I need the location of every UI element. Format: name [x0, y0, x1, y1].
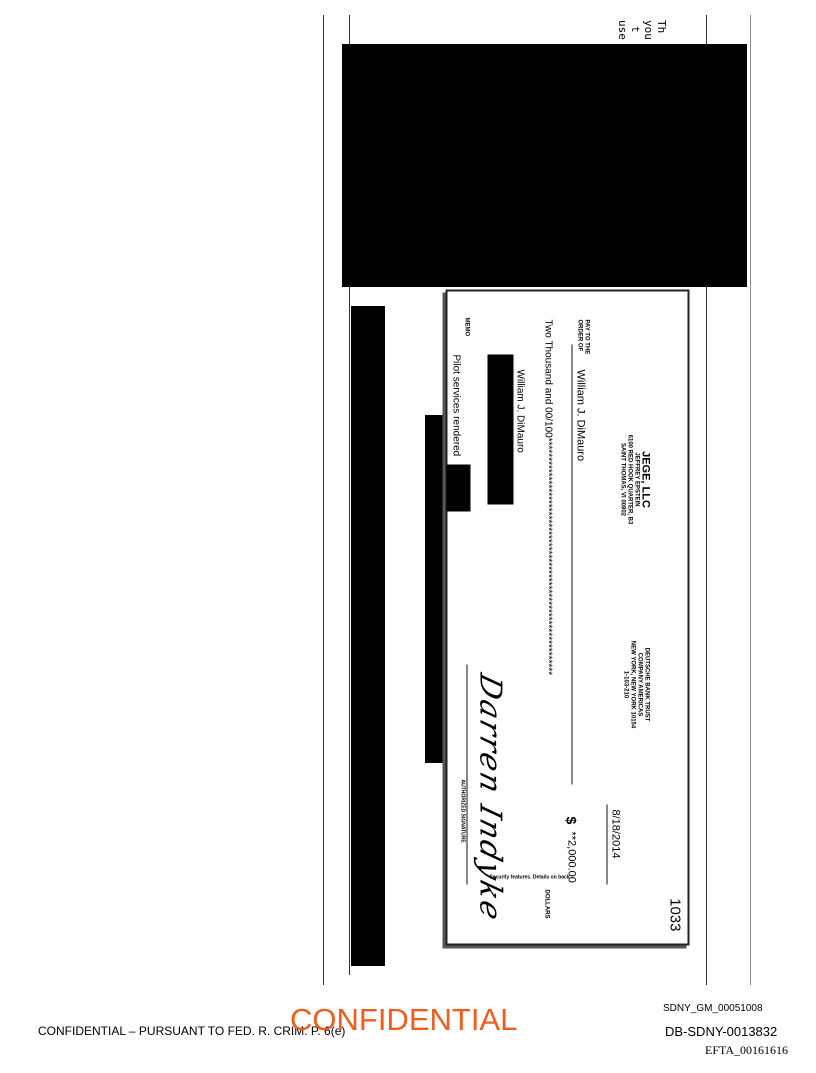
- date-line: [606, 804, 608, 885]
- dollar-sign: $: [563, 816, 580, 825]
- redaction-block: [425, 415, 443, 763]
- redaction-block: [446, 464, 471, 512]
- text-fragment: Th: [655, 20, 668, 34]
- company-line: JEFFREY EPSTEIN: [633, 452, 640, 507]
- signature: Darren Indyke: [472, 669, 508, 926]
- efta-number: EFTA_00161616: [705, 1043, 789, 1057]
- scan-edge-line: [323, 15, 324, 985]
- scan-edge-line: [706, 15, 707, 985]
- check: 1033 JEGE, LLC JEFFREY EPSTEIN 6100 RED …: [445, 289, 690, 950]
- redaction-block: [351, 306, 385, 966]
- company-block: JEGE, LLC JEFFREY EPSTEIN 6100 RED HOOK …: [619, 420, 652, 540]
- memo-text: Pilot services rendered: [450, 354, 462, 457]
- confidential-notice: CONFIDENTIAL – PURSUANT TO FED. R. CRIM.…: [38, 1024, 346, 1038]
- bank-block: DEUTSCHE BANK TRUST COMPANY AMERICAS NEW…: [622, 630, 650, 740]
- redaction-block: [487, 354, 514, 505]
- pay-to-label: PAY TO THE ORDER OF: [576, 319, 590, 355]
- bates-number-1: SDNY_GM_00051008: [663, 1003, 763, 1014]
- security-note: Security features. Details on back.: [489, 874, 571, 881]
- text-fragment: t: [629, 26, 642, 33]
- signature-line: [466, 664, 468, 885]
- company-line: SAINT THOMAS, VI 00802: [619, 442, 626, 517]
- payee-line: [571, 344, 573, 785]
- bates-number-2: DB-SDNY-0013832: [665, 1024, 778, 1039]
- scan-edge-line: [750, 15, 751, 985]
- company-name: JEGE, LLC: [639, 451, 652, 508]
- confidential-stamp: CONFIDENTIAL: [290, 1002, 518, 1037]
- bank-line: COMPANY AMERICAS: [636, 652, 643, 717]
- dollars-label: DOLLARS: [543, 889, 550, 919]
- company-line: 6100 RED HOOK QUARTER, B3: [626, 434, 633, 525]
- bank-line: 1-103-210: [622, 670, 629, 699]
- scan-edge-line: [349, 15, 350, 975]
- check-date: 8/18/2014: [609, 809, 622, 859]
- bank-line: NEW YORK, NEW YORK 10154: [629, 640, 636, 729]
- check-number: 1033: [666, 898, 684, 932]
- address-name: William J. DiMauro: [514, 369, 526, 453]
- redaction-block: [342, 44, 747, 287]
- amount-in-words: Two Thousand and 00/100*****************…: [542, 319, 554, 676]
- memo-label: MEMO: [463, 317, 470, 337]
- text-fragment: use: [616, 20, 629, 40]
- bank-line: DEUTSCHE BANK TRUST: [643, 647, 650, 722]
- payee-name: William J. DiMauro: [574, 369, 587, 462]
- signature-label: AUTHORIZED SIGNATURE: [459, 779, 466, 843]
- text-fragment: you: [642, 20, 655, 40]
